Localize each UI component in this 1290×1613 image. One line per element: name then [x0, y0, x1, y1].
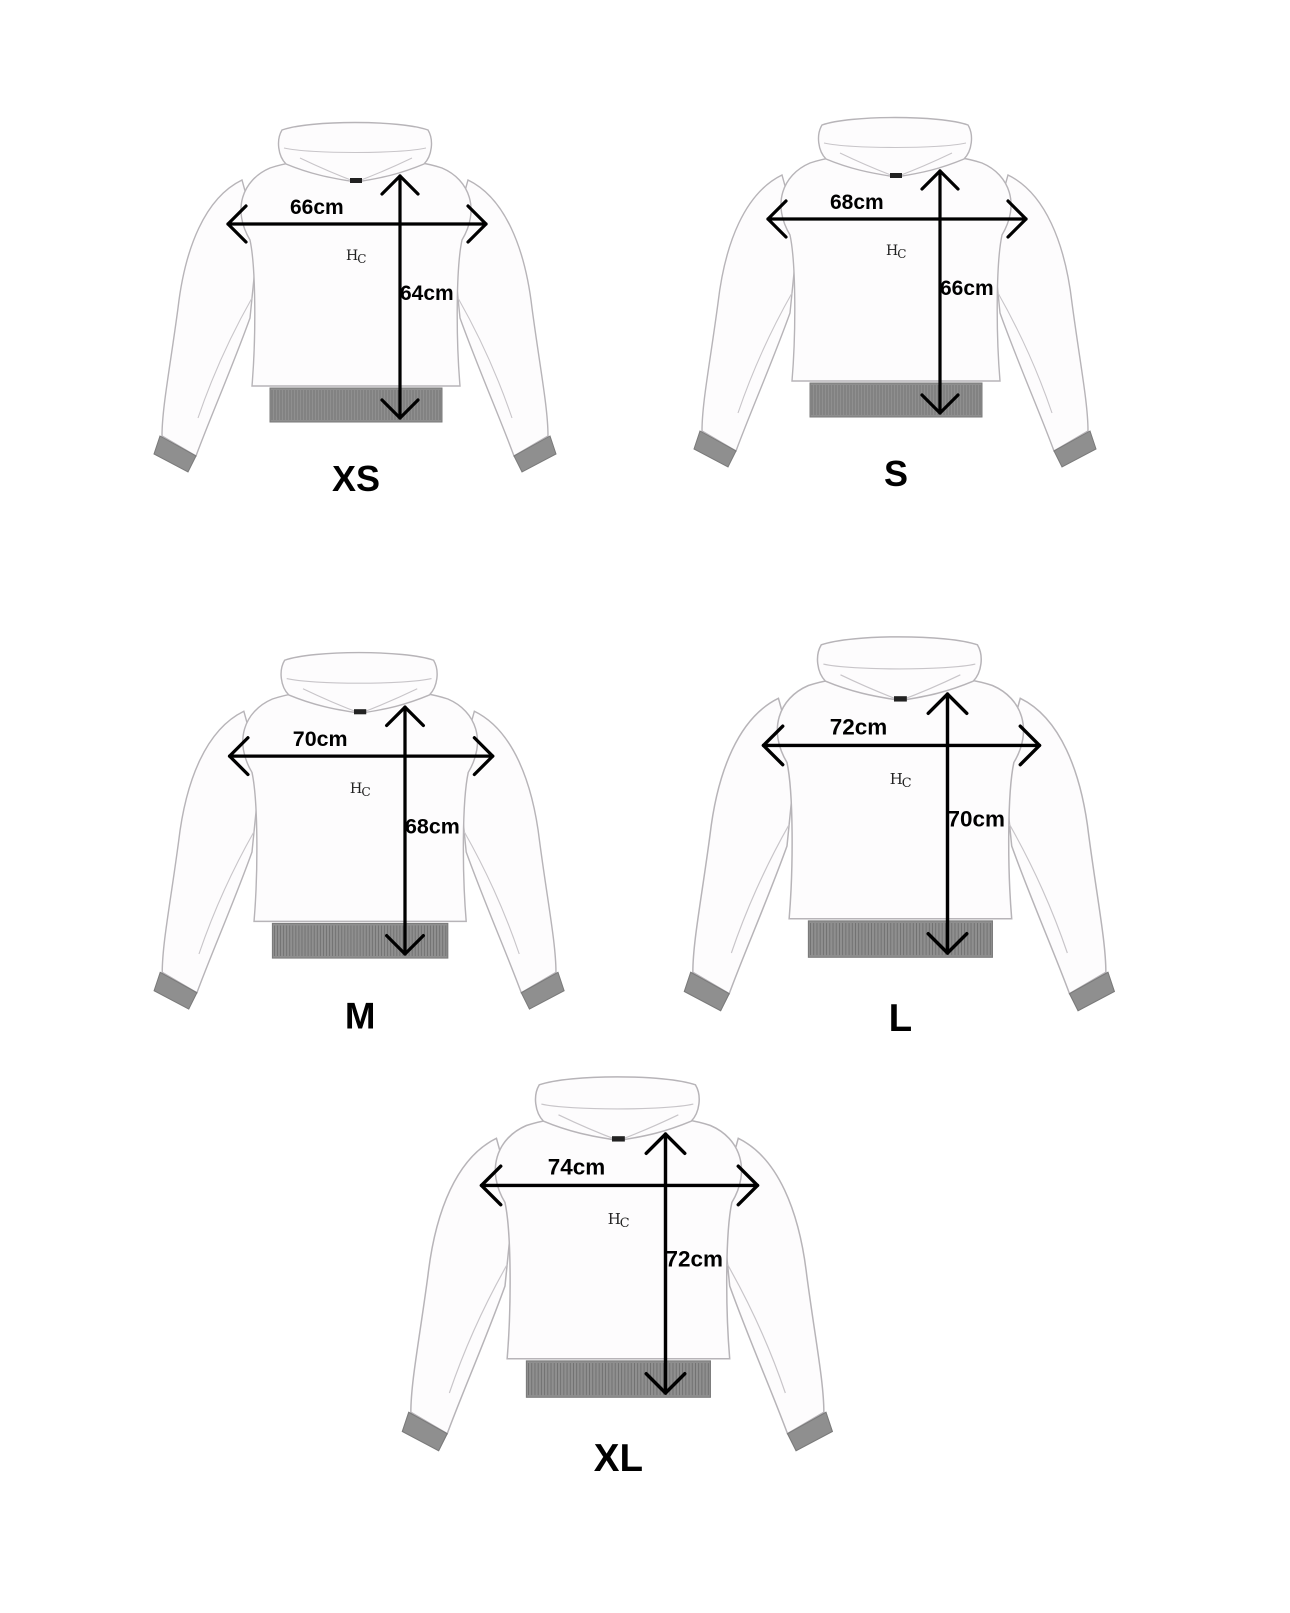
left-cuff — [153, 435, 197, 473]
left-cuff — [401, 1411, 448, 1452]
brand-logo: HC — [889, 771, 912, 791]
brand-logo: HC — [349, 780, 371, 799]
right-cuff — [520, 971, 565, 1010]
brand-logo: HC — [886, 243, 906, 261]
hoodie-body — [780, 155, 1012, 382]
chest-measurement: 74cm — [547, 1155, 606, 1181]
length-arrow — [926, 692, 969, 955]
size-label: XS — [331, 458, 381, 499]
hoodie-drawing — [401, 1076, 834, 1452]
left-sleeve — [701, 174, 799, 453]
hoodie-drawing — [153, 651, 565, 1010]
length-arrow — [920, 169, 960, 415]
length-measurement: 72cm — [665, 1247, 723, 1273]
brand-logo: HC — [607, 1211, 630, 1231]
left-sleeve — [161, 179, 259, 458]
right-sleeve — [457, 710, 557, 994]
chest-measurement: 66cm — [290, 196, 344, 219]
left-cuff — [693, 430, 737, 468]
hoodie-l: HC 72cm 70cm L — [680, 632, 1129, 1081]
brand-logo: HC — [346, 248, 366, 266]
length-measurement: 70cm — [947, 807, 1005, 833]
length-measurement: 64cm — [400, 282, 454, 305]
hoodie-s: HC 68cm 66cm S — [690, 113, 1110, 533]
length-arrow — [644, 1132, 687, 1395]
left-sleeve — [161, 710, 261, 994]
right-sleeve — [991, 174, 1089, 453]
left-sleeve — [692, 697, 797, 995]
hoodie-drawing — [153, 121, 557, 473]
hoodie-body — [242, 691, 479, 923]
hoodie-xl: HC 74cm 72cm XL — [398, 1072, 847, 1521]
chest-arrow — [766, 199, 1028, 239]
size-label: L — [888, 995, 913, 1040]
left-cuff — [153, 971, 198, 1010]
right-sleeve — [720, 1137, 825, 1435]
right-cuff — [1053, 430, 1097, 468]
length-measurement: 66cm — [940, 277, 994, 300]
chest-arrow — [227, 736, 495, 777]
right-cuff — [513, 435, 557, 473]
right-sleeve — [1002, 697, 1107, 995]
right-sleeve — [451, 179, 549, 458]
chest-arrow — [761, 724, 1042, 767]
chest-measurement: 72cm — [829, 715, 888, 741]
chest-measurement: 68cm — [830, 191, 884, 214]
hoodie-xs: HC 66cm 64cm XS — [150, 118, 570, 538]
right-cuff — [786, 1411, 834, 1452]
length-arrow — [385, 705, 425, 956]
right-cuff — [1068, 971, 1116, 1012]
chest-measurement: 70cm — [292, 727, 348, 752]
chest-arrow — [226, 204, 488, 244]
length-measurement: 68cm — [405, 815, 460, 839]
size-label: M — [344, 994, 376, 1037]
hoodie-body — [494, 1117, 743, 1360]
hoodie-drawing — [683, 636, 1116, 1012]
hoodie-drawing — [693, 116, 1097, 468]
hoodie-m: HC 70cm 68cm M — [150, 648, 578, 1076]
length-arrow — [380, 174, 420, 420]
size-label: XL — [593, 1435, 644, 1480]
chest-arrow — [479, 1164, 760, 1207]
left-cuff — [683, 971, 730, 1012]
left-sleeve — [410, 1137, 515, 1435]
hoodie-body — [240, 160, 472, 387]
size-label: S — [883, 453, 908, 494]
hoodie-body — [776, 677, 1025, 920]
